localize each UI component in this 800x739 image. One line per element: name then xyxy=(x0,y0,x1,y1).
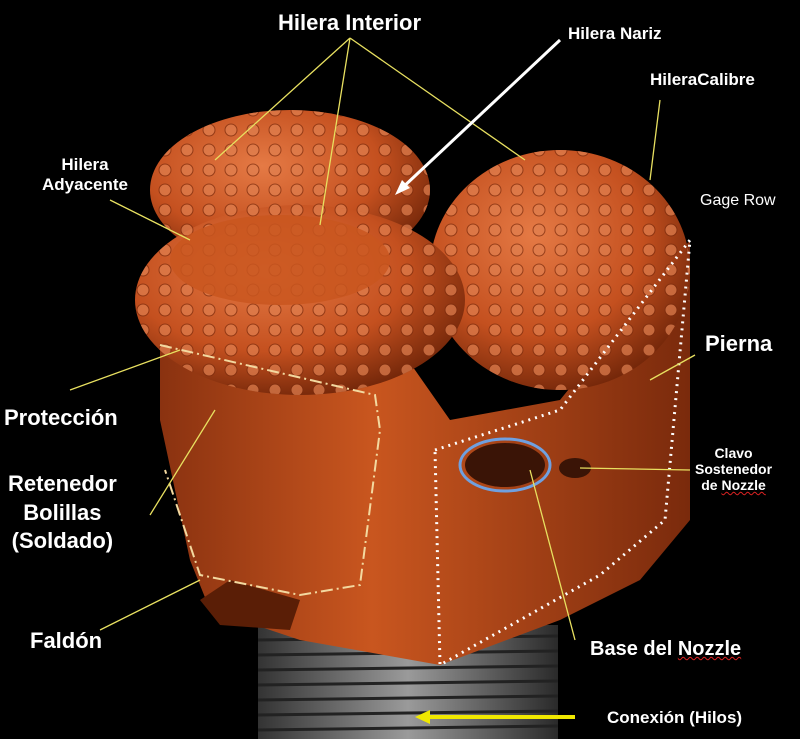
label-text: de xyxy=(701,477,722,494)
label-hilera-adyacente: Hilera Adyacente xyxy=(42,155,128,194)
label-gage-row: Gage Row xyxy=(700,192,776,209)
leader-lines xyxy=(69,37,696,641)
label-clavo-sostenedor: Clavo Sostenedor de Nozzle xyxy=(695,445,772,493)
label-faldon: Faldón xyxy=(30,628,103,653)
nariz-arrow xyxy=(398,38,562,192)
label-line: Clavo xyxy=(714,445,753,461)
label-hilera-calibre: HileraCalibre xyxy=(650,70,755,89)
label-line: Retenedor xyxy=(8,471,117,496)
label-proteccion: Protección xyxy=(4,405,118,430)
label-text: Nozzle xyxy=(677,638,742,660)
label-line: Adyacente xyxy=(42,174,128,194)
label-retenedor-bolillas: Retenedor Bolillas (Soldado) xyxy=(8,470,117,556)
label-line: Bolillas xyxy=(23,499,102,525)
label-line: Sostenedor xyxy=(695,461,773,478)
nozzle-base-ring xyxy=(458,437,552,493)
label-conexion: Conexión (Hilos) xyxy=(607,708,743,727)
label-text: Base del xyxy=(590,638,678,660)
label-hilera-interior: Hilera Interior xyxy=(278,10,422,35)
label-hilera-nariz: Hilera Nariz xyxy=(568,24,662,43)
label-line: (Soldado) xyxy=(11,528,114,554)
label-base-nozzle: Base del Nozzle xyxy=(590,638,741,661)
label-text: Nozzle xyxy=(721,477,766,494)
label-line: de Nozzle xyxy=(695,477,772,493)
label-pierna: Pierna xyxy=(705,331,773,356)
label-line: Hilera xyxy=(61,155,109,174)
